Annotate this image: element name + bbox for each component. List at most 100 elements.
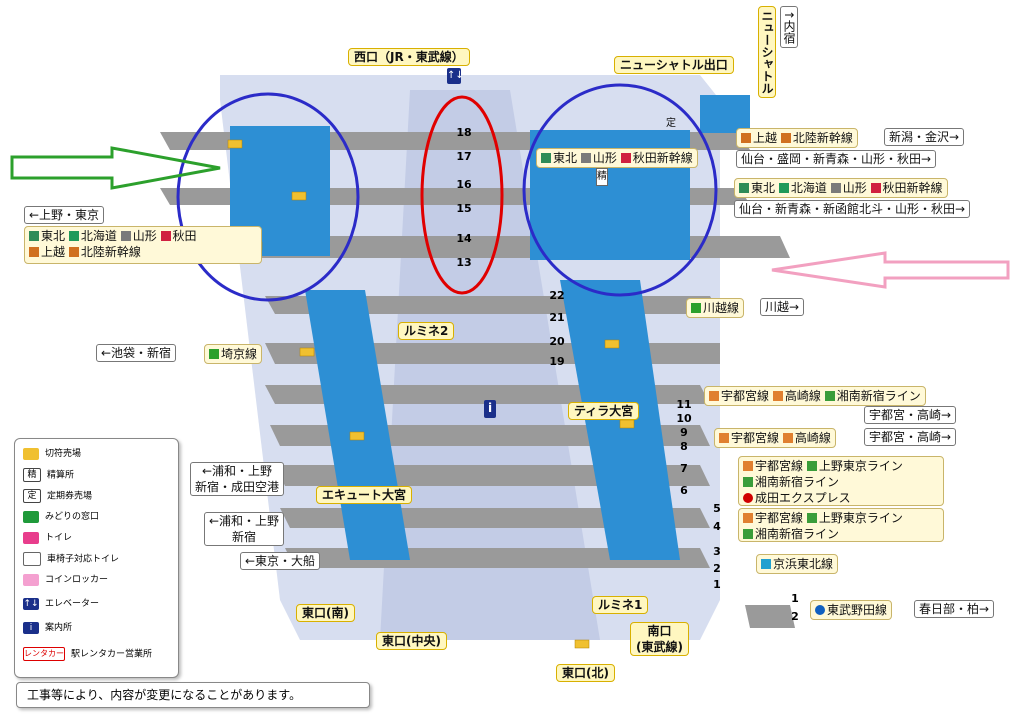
kawagoe-color [691,303,701,313]
platform-13: 13 [456,256,472,269]
p7-shonan-color [743,477,753,487]
platform-22: 22 [549,289,565,302]
keihin-label: 京浜東北線 [773,557,834,571]
akita-color-r2 [620,153,631,163]
exit-south-tobu[interactable]: 南口 (東武線) [630,622,689,656]
dir-ikebukuro: ←池袋・新宿 [96,344,177,362]
mall-ecute[interactable]: エキュート大宮 [316,486,413,504]
line-yamagata: 山形 [132,229,157,243]
platform-19: 19 [549,355,565,368]
hokkaido-color [68,231,79,241]
joetsu-color [29,247,39,257]
exit-east-center[interactable]: 東口(中央) [376,632,447,650]
annotation-ellipse-right [522,83,718,297]
akita-color [160,231,171,241]
line-row-4: 宇都宮線 上野東京ライン 湘南新宿ライン [738,508,944,542]
p9-utsu-color [719,433,729,443]
p11-takasaki: 高崎線 [784,389,821,403]
platform-9: 9 [680,426,688,439]
midori-icon [23,510,39,523]
annotation-ellipse-center [420,95,504,295]
dir-utsunomiya2: 宇都宮・高崎→ [864,428,957,446]
legend-wheelchair: 車椅子対応トイレ [47,554,120,565]
platform-tobu-2: 2 [791,610,799,623]
platform-21: 21 [549,311,565,324]
line-hokkaido: 北海道 [80,229,117,243]
hokkaido-color-r3 [778,183,789,193]
keihin-color [761,559,771,569]
ticket-icon [23,447,39,460]
p11-shonan-color [824,391,835,401]
seisan-icon: 精 [596,168,608,186]
legend-toilet: トイレ [45,533,73,543]
legend-elevator: エレベーター [45,599,100,609]
legend-info: 案内所 [45,623,73,633]
p4-ueno-color [806,513,817,523]
line-akita: 秋田 [172,229,197,243]
p7-ueno-tokyo: 上野東京ライン [818,459,903,473]
elevator-icon: ↑↓ [447,68,464,84]
mall-lumine1[interactable]: ルミネ1 [592,596,649,614]
wheelchair-icon [23,552,41,566]
mall-lumine2[interactable]: ルミネ2 [398,322,455,340]
platform-7: 7 [680,462,688,475]
line-row-joetsu: 上越 北陸新幹線 [736,128,858,148]
legend-ticket: 切符売場 [45,449,82,459]
tohoku-color-r2 [541,153,551,163]
p4-ueno-tokyo: 上野東京ライン [818,511,903,525]
line-keihin: 京浜東北線 [756,554,839,574]
tobu-color [815,605,825,615]
p7-utsunomiya: 宇都宮線 [755,459,804,473]
info-legend-icon: i [23,621,39,634]
p9-takasaki: 高崎線 [794,431,831,445]
r2-tohoku: 東北 [553,151,578,165]
exit-east-north[interactable]: 東口(北) [556,664,615,682]
shinkansen-left-box: 東北 北海道 山形 秋田 上越 北陸新幹線 [24,226,262,264]
toilet-icon [23,531,39,544]
platform-4: 4 [713,520,721,533]
platform-6: 6 [680,484,688,497]
dir-sendai1: 仙台・盛岡・新青森・山形・秋田→ [736,150,937,168]
central-concourse [380,90,600,640]
seisan-legend-icon: 精 [23,468,41,482]
platform-10: 10 [676,412,692,425]
platform-18: 18 [456,126,472,139]
hokuriku-color-r [780,133,791,143]
dir-sendai2: 仙台・新青森・新函館北斗・山形・秋田→ [734,200,971,218]
hokuriku-color [68,247,79,257]
locker-icon [23,573,39,586]
r2-akita: 秋田新幹線 [632,151,693,165]
tohoku-color-r3 [739,183,749,193]
p7-ueno-color [806,461,817,471]
elevator-legend-icon: ↑↓ [23,597,39,610]
p11-utsu-color [709,391,719,401]
teiki-legend-icon: 定 [23,489,41,503]
dir-utsunomiya1: 宇都宮・高崎→ [864,406,957,424]
line-hokuriku: 北陸新幹線 [80,245,141,259]
saikyo-color [209,349,219,359]
tohoku-color [29,231,39,241]
legend-teiki: 定期券売場 [47,491,93,502]
line-joetsu: 上越 [41,245,66,259]
yamagata-color [120,231,131,241]
tobu-label: 東武野田線 [827,603,888,617]
p9-taka-color [782,433,793,443]
exit-east-south[interactable]: 東口(南) [296,604,355,622]
p7-shonan: 湘南新宿ライン [755,475,840,489]
annotation-pink-arrow [771,251,1010,289]
line-row-9: 宇都宮線 高崎線 [714,428,836,448]
line-row-tohoku2: 東北 北海道 山形 秋田新幹線 [734,178,948,198]
platform-11: 11 [676,398,692,411]
r2-yamagata: 山形 [592,151,617,165]
line-tobu: 東武野田線 [810,600,893,620]
platform-tobu-1: 1 [791,592,799,605]
exit-west[interactable]: 西口（JR・東武線） [348,48,470,66]
p4-shonan: 湘南新宿ライン [755,527,840,541]
p4-utsunomiya: 宇都宮線 [755,511,804,525]
legend-seisan: 精算所 [47,470,75,481]
legend-midori: みどりの窓口 [45,512,100,522]
mall-tira[interactable]: ティラ大宮 [568,402,640,420]
exit-new-shuttle[interactable]: ニューシャトル出口 [614,56,734,74]
dir-urawa-narita: ←浦和・上野 新宿・成田空港 [190,462,285,496]
uchijuku-direction: ↑内宿 [780,6,798,49]
